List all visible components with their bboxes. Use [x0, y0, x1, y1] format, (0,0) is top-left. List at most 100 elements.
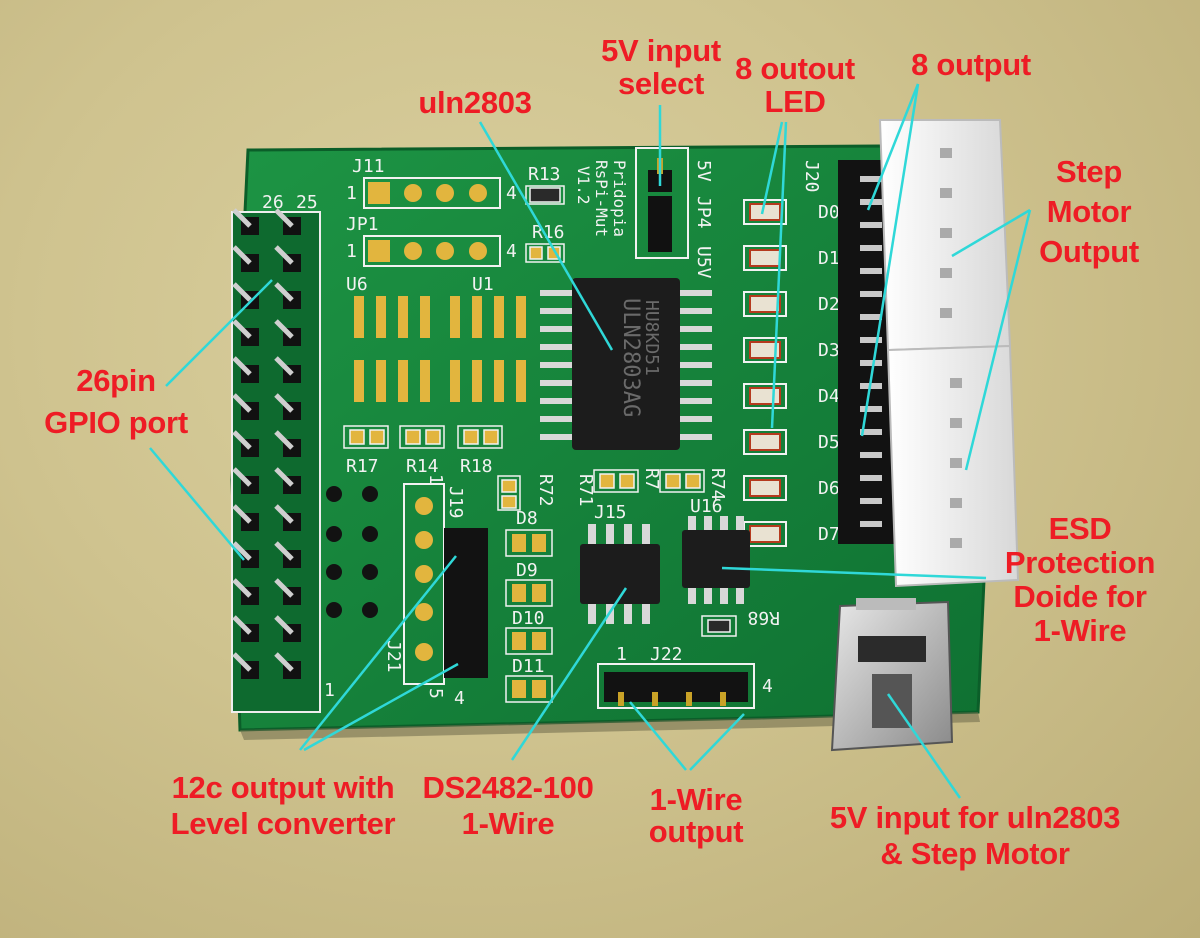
led-d2 — [749, 295, 781, 313]
silk-j11: J11 — [352, 156, 385, 177]
j20-pin — [860, 521, 882, 527]
j20-pin — [860, 314, 882, 320]
silk-r14: R14 — [406, 456, 439, 477]
label-1wire-output: 1-Wire output — [648, 782, 744, 849]
silk-p1d: 1 — [425, 474, 446, 485]
chip-leg — [540, 362, 574, 368]
silk-p1c: 1 — [616, 644, 627, 665]
led-label: D7 — [818, 524, 840, 545]
led-label: D0 — [818, 202, 840, 223]
j19-column — [403, 483, 488, 685]
silk-r72: R72 — [535, 474, 556, 507]
silk-r18: R18 — [460, 456, 493, 477]
gpio-pin-tip — [274, 430, 294, 450]
connector-slot — [940, 188, 952, 198]
led-label: D4 — [818, 386, 840, 407]
chip-leg — [540, 326, 574, 332]
led-d7 — [749, 525, 781, 543]
label-8-outout-led: 8 outout LED — [735, 51, 855, 119]
label-gpio-port: 26pin GPIO port — [44, 363, 188, 440]
chip-leg — [540, 344, 574, 350]
silk-board-name: Pridopia — [610, 160, 629, 237]
soic8-chips — [580, 516, 750, 624]
gpio-pin-tip — [232, 393, 252, 413]
silk-j20: J20 — [801, 160, 822, 193]
gpio-pin-tip — [274, 282, 294, 302]
silk-u6: U6 — [346, 274, 368, 295]
label-usb-5v-input: 5V input for uln2803 & Step Motor — [829, 800, 1121, 871]
aux-pads — [326, 486, 378, 618]
gpio-pin-tip — [274, 208, 294, 228]
silk-d9: D9 — [516, 560, 538, 581]
led-d3 — [749, 341, 781, 359]
gpio-pin-tip — [232, 467, 252, 487]
led-d0 — [749, 203, 781, 221]
j20-pin — [860, 498, 882, 504]
silk-p4: 4 — [506, 183, 517, 204]
silk-j21: J21 — [383, 640, 404, 673]
board-shadow — [240, 712, 980, 740]
label-8-output: 8 output — [911, 47, 1031, 82]
silk-j22: J22 — [650, 644, 683, 665]
gpio-pin-tip — [232, 356, 252, 376]
led-d5 — [749, 433, 781, 451]
gpio-pins — [232, 208, 301, 679]
leader-lines — [149, 83, 1032, 799]
led-label: D2 — [818, 294, 840, 315]
connector-slot — [950, 458, 962, 468]
silk-r74: R74 — [707, 468, 728, 501]
silk-board-sub: RsPi-Mut — [592, 160, 611, 237]
j20-pin — [860, 429, 882, 435]
led-outline — [743, 337, 787, 363]
led-d1 — [749, 249, 781, 267]
usb-mini-connector — [830, 598, 954, 752]
silk-j19: J19 — [445, 486, 466, 519]
led-d4 — [749, 387, 781, 405]
silk-p4d: 4 — [454, 688, 465, 709]
silk-d8: D8 — [516, 508, 538, 529]
led-label: D3 — [818, 340, 840, 361]
silk-p5: 5 — [425, 688, 446, 699]
silk-u16: U16 — [690, 496, 723, 517]
silk-j15: J15 — [594, 502, 627, 523]
j20-pin — [860, 337, 882, 343]
gpio-pin-tip — [274, 356, 294, 376]
j20-pin — [860, 268, 882, 274]
gpio-pin-tip — [274, 393, 294, 413]
label-uln2803: uln2803 — [418, 85, 532, 120]
silk-jp4: JP4 — [693, 196, 714, 229]
silk-d10: D10 — [512, 608, 545, 629]
led-outline — [743, 245, 787, 271]
silk-jp1: JP1 — [346, 214, 379, 235]
gpio-pin-tip — [274, 541, 294, 561]
chip-leg — [540, 290, 574, 296]
chip-leg — [678, 416, 712, 422]
chip-leg — [540, 416, 574, 422]
gpio-pin-tip — [232, 541, 252, 561]
connector-slot — [950, 538, 962, 548]
chip-code: HU8KD51 — [641, 300, 662, 376]
j20-pin — [860, 222, 882, 228]
silk-board-ver: V1.2 — [574, 166, 593, 205]
uln2803-chip — [540, 278, 712, 450]
j20-pin — [860, 291, 882, 297]
j20-pin — [860, 406, 882, 412]
gpio-pin-tip — [274, 319, 294, 339]
led-outline — [743, 291, 787, 317]
gpio-pin-tip — [232, 652, 252, 672]
label-i2c-output: 12c output with Level converter — [170, 770, 396, 841]
chip-leg — [540, 380, 574, 386]
j20-pin — [860, 360, 882, 366]
chip-leg — [540, 308, 574, 314]
connector-slot — [950, 418, 962, 428]
silkscreen: J11 JP1 1 1 4 4 U6 U1 R13 R16 R17 R14 R1… — [262, 156, 822, 709]
connector-slot — [940, 308, 952, 318]
j22-header — [597, 663, 755, 709]
gpio-pin-tip — [274, 578, 294, 598]
silk-5v: 5V — [693, 160, 714, 182]
silk-p4c: 4 — [762, 676, 773, 697]
gpio-pin-tip — [274, 615, 294, 635]
j20-header — [838, 160, 894, 544]
silk-p26: 26 — [262, 192, 284, 213]
